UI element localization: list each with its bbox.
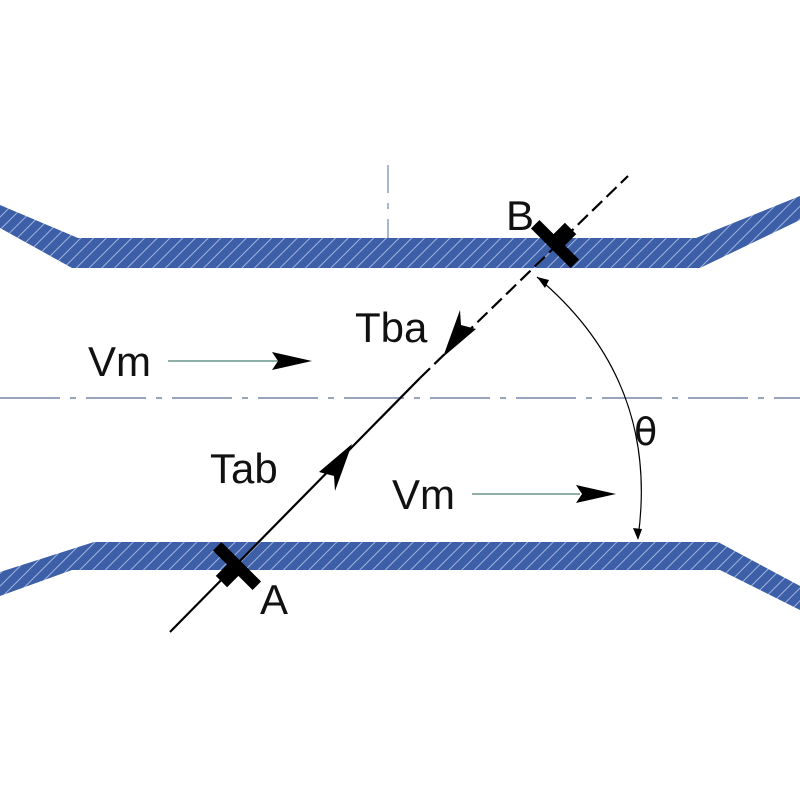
upper-pipe-wall [0, 196, 800, 268]
tba-arrowhead [443, 310, 476, 357]
label-velocity-lower: Vm [392, 471, 455, 518]
upper-flow-arrowhead [272, 352, 312, 370]
label-velocity-upper: Vm [88, 338, 151, 385]
label-angle-theta: θ [634, 410, 657, 454]
angle-arc-head-top [537, 277, 549, 288]
acoustic-path-solid-lower [169, 377, 421, 633]
lower-pipe-wall [0, 542, 800, 610]
sensor-a [212, 541, 262, 591]
tab-arrowhead [319, 444, 352, 491]
label-transit-ba: Tba [355, 304, 428, 351]
lower-flow-arrowhead [576, 485, 616, 503]
angle-arc [536, 276, 642, 539]
label-transit-ab: Tab [210, 445, 278, 492]
label-sensor-a: A [260, 576, 288, 623]
angle-arc-head-bottom [633, 528, 642, 540]
label-sensor-b: B [506, 192, 534, 239]
sensor-b [530, 219, 580, 269]
